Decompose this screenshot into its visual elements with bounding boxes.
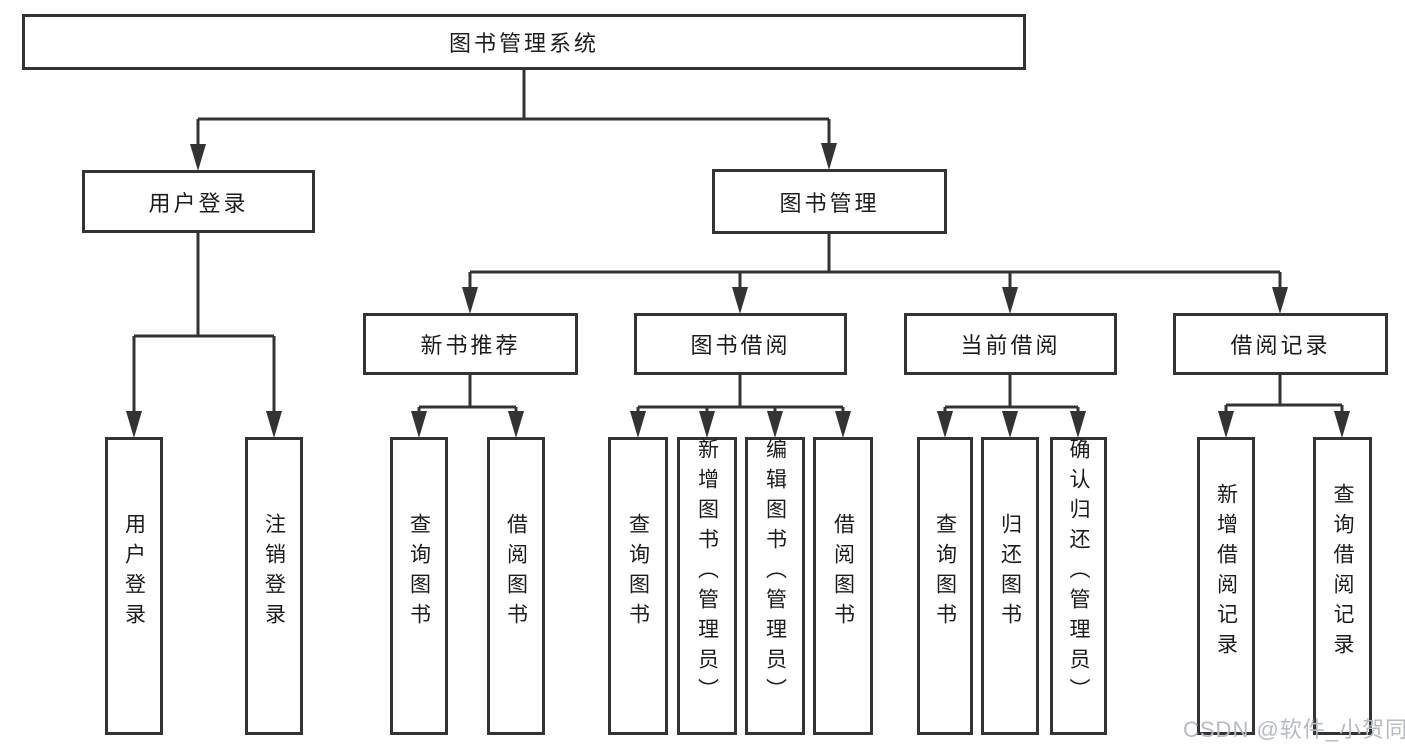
connector-new-book-to-leaves — [411, 375, 524, 438]
leaf-records-add-record: 新增借阅记录 — [1197, 437, 1255, 735]
leaf-label: 查询图书 — [407, 513, 431, 633]
leaf-label: 新增图书（管理员） — [695, 438, 719, 708]
node-label: 用户登录 — [148, 190, 249, 216]
connector-book-management-to-level3 — [462, 234, 1288, 314]
node-new-book-recommend: 新书推荐 — [363, 313, 578, 375]
node-label: 图书管理 — [779, 190, 880, 216]
leaf-newbook-borrow-books: 借阅图书 — [487, 437, 545, 735]
leaf-current-return-books: 归还图书 — [981, 437, 1039, 735]
leaf-label: 注销登录 — [262, 513, 286, 633]
connector-user-login-to-leaves — [126, 233, 282, 438]
leaf-borrow-edit-books-admin: 编辑图书（管理员） — [745, 437, 805, 735]
leaf-newbook-query-books: 查询图书 — [390, 437, 448, 735]
arrowhead — [1334, 411, 1350, 438]
leaf-label: 新增借阅记录 — [1214, 483, 1238, 663]
leaf-borrow-add-books-admin: 新增图书（管理员） — [677, 437, 737, 735]
connector-current-borrowing-to-leaves — [937, 375, 1086, 438]
node-label: 当前借阅 — [960, 333, 1061, 358]
arrowhead — [699, 411, 715, 438]
leaf-user-login: 用户登录 — [105, 437, 163, 735]
arrowhead — [508, 411, 524, 438]
node-book-borrowing: 图书借阅 — [634, 313, 847, 375]
node-label: 图书管理系统 — [448, 31, 599, 56]
leaf-borrow-query-books: 查询图书 — [608, 437, 668, 735]
leaf-label: 查询借阅记录 — [1331, 483, 1355, 663]
node-label: 借阅记录 — [1230, 333, 1331, 358]
arrowhead — [190, 144, 206, 171]
arrowhead — [630, 411, 646, 438]
arrowhead — [1272, 287, 1288, 314]
leaf-borrow-borrow-books: 借阅图书 — [813, 437, 873, 735]
leaf-label: 查询图书 — [626, 513, 650, 633]
arrowhead — [767, 411, 783, 438]
leaf-current-confirm-return-admin: 确认归还（管理员） — [1050, 437, 1107, 735]
leaf-label: 借阅图书 — [504, 513, 528, 633]
arrowhead — [821, 143, 837, 170]
node-current-borrowing: 当前借阅 — [904, 313, 1117, 375]
connector-borrowing-records-to-leaves — [1218, 375, 1350, 438]
node-library-management-system: 图书管理系统 — [22, 14, 1026, 70]
node-user-login: 用户登录 — [82, 170, 315, 233]
leaf-records-query-record: 查询借阅记录 — [1313, 437, 1372, 735]
leaf-label: 借阅图书 — [831, 513, 855, 633]
arrowhead — [732, 287, 748, 314]
node-label: 图书借阅 — [690, 333, 791, 358]
arrowhead — [835, 411, 851, 438]
arrowhead — [462, 287, 478, 314]
leaf-label: 用户登录 — [122, 513, 146, 633]
arrowhead — [411, 411, 427, 438]
arrowhead — [1002, 287, 1018, 314]
arrowhead — [1218, 411, 1234, 438]
arrowhead — [1070, 411, 1086, 438]
arrowhead — [126, 411, 142, 438]
leaf-current-query-books: 查询图书 — [917, 437, 973, 735]
leaf-label: 归还图书 — [998, 513, 1022, 633]
csdn-watermark: CSDN @软件_小贺同学 — [1183, 717, 1405, 742]
leaf-logout: 注销登录 — [245, 437, 303, 735]
node-label: 新书推荐 — [420, 333, 521, 358]
leaf-label: 查询图书 — [933, 513, 957, 633]
node-borrowing-records: 借阅记录 — [1173, 313, 1388, 375]
connector-root-to-level2 — [190, 70, 837, 171]
arrowhead — [266, 411, 282, 438]
node-book-management: 图书管理 — [712, 169, 947, 234]
leaf-label: 编辑图书（管理员） — [763, 438, 787, 708]
connector-book-borrowing-to-leaves — [630, 375, 851, 438]
leaf-label: 确认归还（管理员） — [1067, 438, 1091, 708]
arrowhead — [937, 411, 953, 438]
arrowhead — [1002, 411, 1018, 438]
